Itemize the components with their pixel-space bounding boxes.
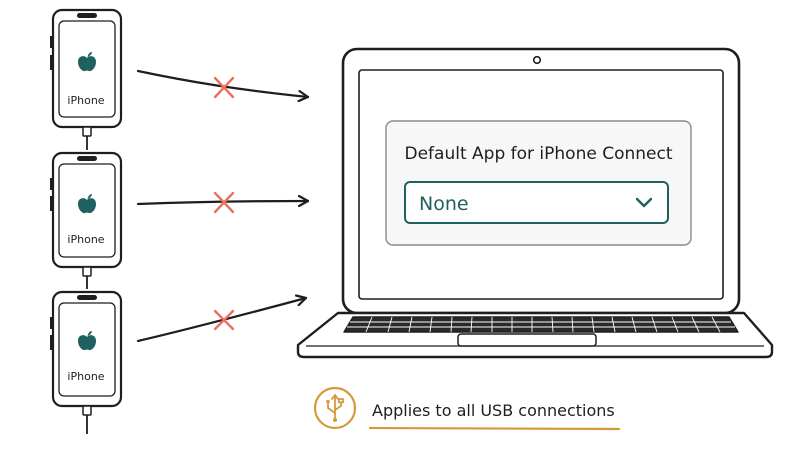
keyboard — [343, 316, 739, 333]
iphone-device-3: iPhone — [50, 290, 123, 434]
phone-label: iPhone — [67, 370, 104, 383]
default-app-dropdown[interactable]: None — [404, 181, 669, 224]
chevron-down-icon — [635, 197, 653, 208]
usb-plug — [82, 126, 92, 137]
iphone-device-1: iPhone — [50, 8, 123, 150]
phone-label: iPhone — [67, 233, 104, 246]
dialog-title: Default App for iPhone Connect — [404, 144, 673, 164]
webcam-icon — [532, 55, 542, 65]
phone-screen — [58, 20, 116, 118]
footer-underline — [368, 426, 621, 431]
keyboard-keys — [347, 316, 735, 333]
phone-notch — [77, 13, 97, 18]
usb-plug — [82, 405, 92, 416]
blocked-cross-icon — [213, 309, 235, 331]
iphone-device-2: iPhone — [50, 151, 123, 289]
usb-plug — [82, 266, 92, 277]
phone-screen — [58, 163, 116, 258]
phone-notch — [77, 156, 97, 161]
apple-logo-icon — [78, 194, 96, 214]
connection-arrow-2 — [136, 201, 310, 204]
phone-screen — [58, 302, 116, 397]
phone-label: iPhone — [67, 94, 104, 107]
connection-arrow-1 — [136, 69, 310, 97]
phone-notch — [77, 295, 97, 300]
apple-logo-icon — [78, 52, 96, 72]
blocked-cross-icon — [213, 191, 235, 214]
blocked-cross-icon — [213, 76, 235, 99]
dropdown-selected-value: None — [419, 193, 469, 215]
trackpad — [457, 333, 597, 347]
footer-note: Applies to all USB connections — [372, 401, 615, 420]
apple-logo-icon — [78, 331, 96, 351]
usb-icon — [313, 386, 357, 430]
connection-arrow-3 — [136, 298, 308, 343]
